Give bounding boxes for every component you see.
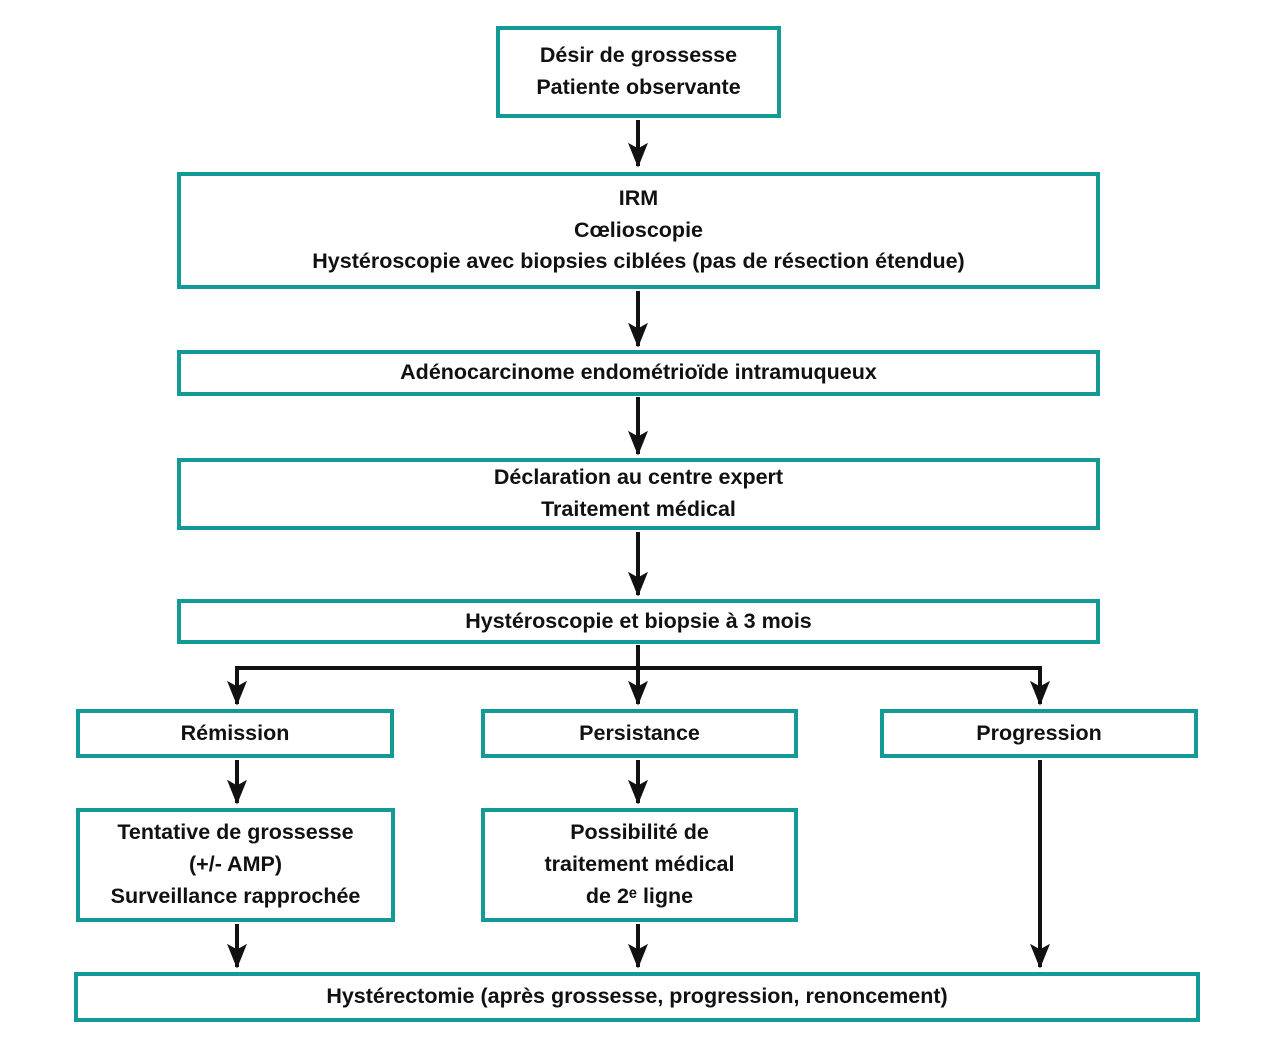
node-persistance: Persistance — [481, 709, 798, 758]
node-text-line: (+/- AMP) — [189, 852, 282, 877]
node-text-line: Hystéroscopie avec biopsies ciblées (pas… — [312, 249, 965, 274]
node-text-line: Déclaration au centre expert — [493, 465, 784, 490]
node-traitement-2e-ligne: Possibilité de traitement médical de 2ᵉ … — [481, 808, 798, 922]
node-text-line: Progression — [976, 720, 1102, 745]
node-text-line: Adénocarcinome endométrioïde intramuqueu… — [400, 360, 877, 385]
node-text-line: IRM — [618, 185, 659, 210]
node-text-line: traitement médical — [544, 852, 735, 877]
node-text-line: Possibilité de — [570, 820, 709, 845]
node-text-line: Surveillance rapprochée — [110, 883, 361, 908]
node-text-line: Hystérectomie (après grossesse, progress… — [326, 984, 948, 1009]
node-text-line: Traitement médical — [541, 497, 736, 521]
node-bilan-initial: IRM Cœlioscopie Hystéroscopie avec biops… — [177, 172, 1100, 289]
node-text-line: Persistance — [579, 720, 700, 745]
node-tentative-grossesse: Tentative de grossesse (+/- AMP) Surveil… — [76, 808, 395, 922]
node-remission: Rémission — [76, 709, 394, 758]
node-declaration-centre-expert: Déclaration au centre expert Traitement … — [177, 458, 1100, 530]
node-hysterectomie: Hystérectomie (après grossesse, progress… — [74, 972, 1200, 1022]
node-text-line: Patiente observante — [536, 75, 741, 99]
node-desir-de-grossesse: Désir de grossesse Patiente observante — [496, 26, 781, 118]
node-text-line: Tentative de grossesse — [117, 820, 354, 845]
node-text-line: de 2ᵉ ligne — [585, 883, 694, 908]
node-hysteroscopie-3-mois: Hystéroscopie et biopsie à 3 mois — [177, 599, 1100, 644]
node-adenocarcinome: Adénocarcinome endométrioïde intramuqueu… — [177, 350, 1100, 396]
node-progression: Progression — [880, 709, 1198, 758]
node-text-line: Cœlioscopie — [573, 217, 703, 242]
node-text-line: Hystéroscopie et biopsie à 3 mois — [465, 608, 812, 633]
node-text-line: Désir de grossesse — [539, 43, 738, 68]
node-text-line: Rémission — [180, 720, 290, 745]
